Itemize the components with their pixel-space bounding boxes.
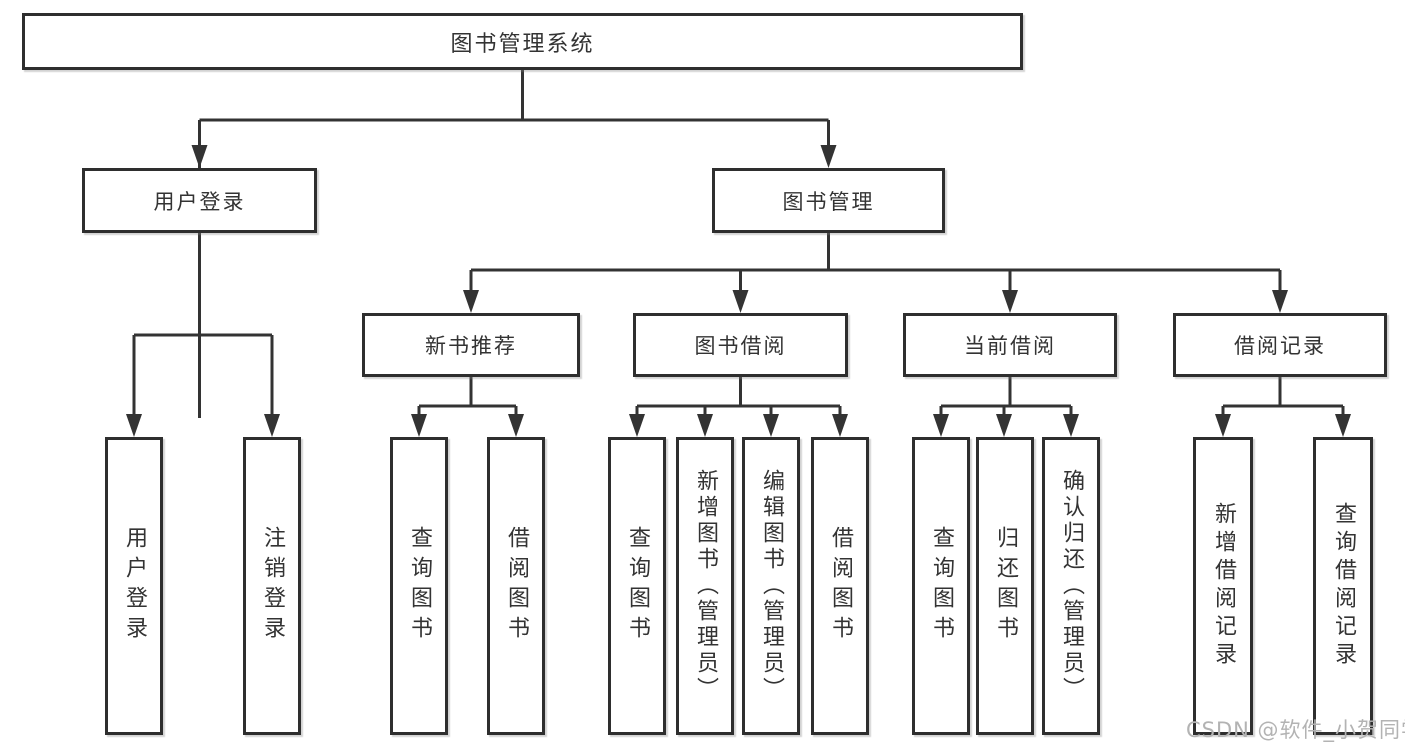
leaf-borrow-query: 查询图书	[608, 437, 666, 735]
connector-book-mgmt	[469, 233, 1282, 295]
csdn-watermark: CSDN @软件_小贺同学	[1186, 718, 1405, 742]
node-book-management: 图书管理	[712, 168, 945, 233]
node-borrow-records: 借阅记录	[1173, 313, 1387, 377]
leaf-user-login: 用户登录	[105, 437, 163, 735]
node-user-login: 用户登录	[82, 168, 317, 233]
node-new-book-recommend: 新书推荐	[362, 313, 580, 377]
leaf-borrow-borrow: 借阅图书	[811, 437, 869, 735]
leaf-records-query: 查询借阅记录	[1313, 437, 1373, 735]
leaf-current-confirm-return-admin: 确认归还（管理员）	[1042, 437, 1100, 735]
connector-borrow-records	[1221, 377, 1345, 419]
node-current-borrow: 当前借阅	[903, 313, 1117, 377]
leaf-newbooks-borrow: 借阅图书	[487, 437, 545, 735]
leaf-borrow-edit-admin: 编辑图书（管理员）	[742, 437, 800, 735]
connector-book-borrow	[635, 377, 842, 419]
connector-new-books	[417, 377, 518, 419]
connector-user-login	[132, 233, 274, 419]
leaf-borrow-add-admin: 新增图书（管理员）	[676, 437, 734, 735]
connector-current-borrow	[939, 377, 1073, 419]
leaf-records-add: 新增借阅记录	[1193, 437, 1253, 735]
node-book-borrow: 图书借阅	[633, 313, 848, 377]
node-root: 图书管理系统	[22, 13, 1023, 70]
leaf-current-query: 查询图书	[912, 437, 970, 735]
leaf-current-return: 归还图书	[976, 437, 1034, 735]
leaf-logout: 注销登录	[243, 437, 301, 735]
leaf-newbooks-query: 查询图书	[390, 437, 448, 735]
